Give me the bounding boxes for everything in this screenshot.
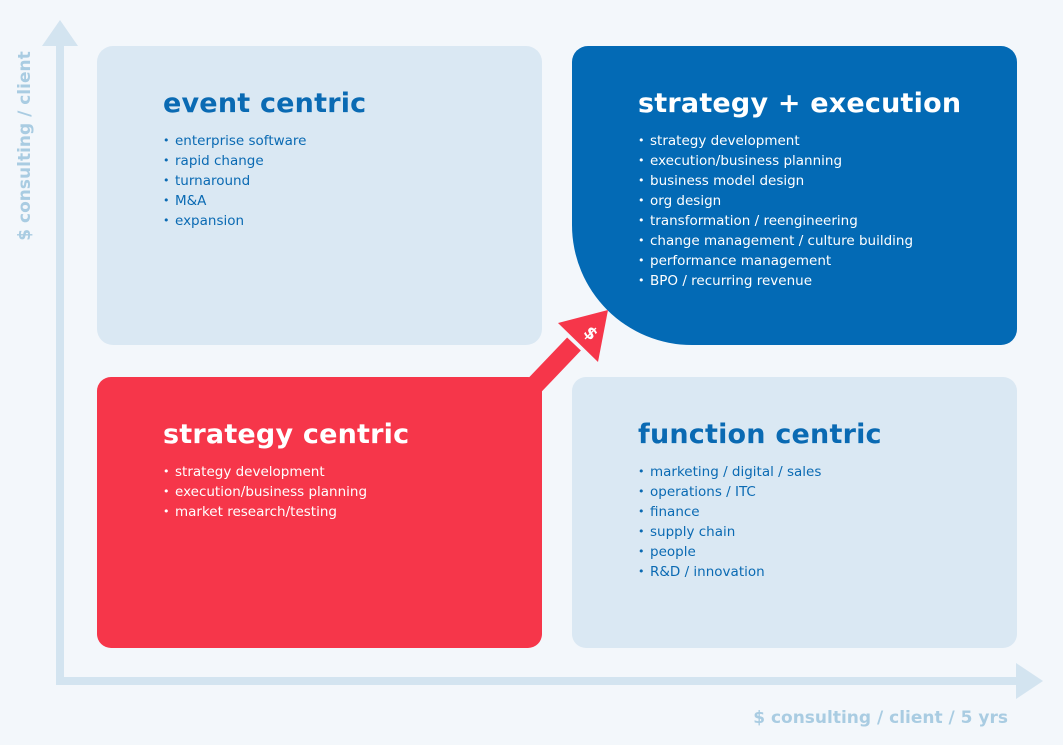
y-axis-arrowhead (42, 20, 78, 46)
list-item: market research/testing (163, 502, 542, 522)
quadrant-strategy-centric: strategy centric strategy development ex… (97, 377, 542, 648)
quadrant-title: strategy + execution (638, 88, 962, 119)
quadrant-title: strategy centric (163, 419, 410, 450)
x-axis-arrowhead (1016, 663, 1043, 699)
quadrant-list: marketing / digital / sales operations /… (638, 462, 1017, 582)
list-item: supply chain (638, 522, 1017, 542)
list-item: R&D / innovation (638, 562, 1017, 582)
list-item: rapid change (163, 151, 542, 171)
list-item: business model design (638, 171, 1017, 191)
list-item: performance management (638, 251, 1017, 271)
quadrant-title: event centric (163, 88, 367, 119)
list-item: operations / ITC (638, 482, 1017, 502)
quadrant-event-centric: event centric enterprise software rapid … (97, 46, 542, 345)
quadrant-title: function centric (638, 419, 882, 450)
list-item: execution/business planning (638, 151, 1017, 171)
list-item: BPO / recurring revenue (638, 271, 1017, 291)
quadrant-strategy-execution: strategy + execution strategy developmen… (572, 46, 1017, 345)
list-item: finance (638, 502, 1017, 522)
growth-arrow-shaft (525, 337, 581, 395)
quadrant-list: enterprise software rapid change turnaro… (163, 131, 542, 231)
list-item: marketing / digital / sales (638, 462, 1017, 482)
list-item: M&A (163, 191, 542, 211)
list-item: expansion (163, 211, 542, 231)
list-item: transformation / reengineering (638, 211, 1017, 231)
list-item: execution/business planning (163, 482, 542, 502)
x-axis-label: $ consulting / client / 5 yrs (753, 708, 1008, 728)
quadrant-list: strategy development execution/business … (638, 131, 1017, 291)
quadrant-function-centric: function centric marketing / digital / s… (572, 377, 1017, 648)
list-item: strategy development (163, 462, 542, 482)
list-item: people (638, 542, 1017, 562)
list-item: change management / culture building (638, 231, 1017, 251)
growth-arrow-head (558, 310, 608, 362)
list-item: strategy development (638, 131, 1017, 151)
quadrant-list: strategy development execution/business … (163, 462, 542, 522)
list-item: org design (638, 191, 1017, 211)
list-item: enterprise software (163, 131, 542, 151)
list-item: turnaround (163, 171, 542, 191)
